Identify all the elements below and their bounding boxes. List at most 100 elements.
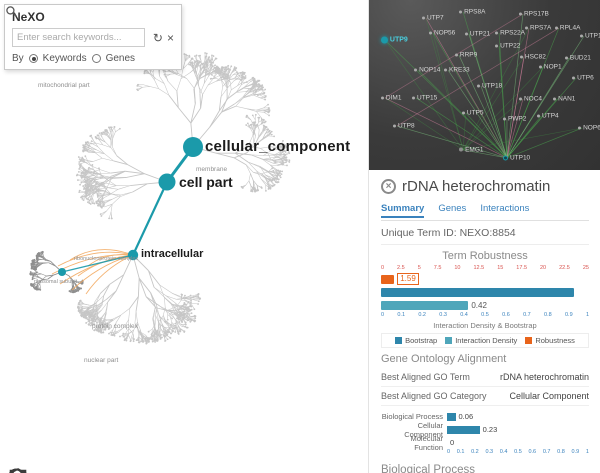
gene-node-dot — [495, 44, 499, 48]
keywords-radio-label[interactable]: Keywords — [42, 53, 87, 64]
gene-node-label: NOP14 — [419, 66, 441, 74]
gene-node-RPS7A[interactable]: RPS7A — [524, 24, 552, 32]
gene-node-RPL4A[interactable]: RPL4A — [554, 25, 581, 32]
gene-node-label: UTP13 — [584, 32, 600, 40]
clear-button[interactable]: × — [167, 32, 174, 44]
go-alignment-heading: Gene Ontology Alignment — [381, 353, 507, 366]
genes-radio-label[interactable]: Genes — [105, 53, 136, 64]
gene-node-label: NOC4 — [523, 95, 543, 103]
tab-interactions[interactable]: Interactions — [480, 203, 530, 214]
refresh-icon: ↻ — [152, 30, 163, 45]
label-protein-complex[interactable]: protein complex — [92, 323, 138, 330]
gene-node-dot — [553, 97, 557, 101]
gene-node-UTP7[interactable]: UTP7 — [421, 15, 444, 22]
gene-node-dot — [538, 65, 542, 69]
gene-node-UTP13[interactable]: UTP13 — [579, 32, 600, 40]
go-row-label: Best Aligned GO Category — [381, 391, 487, 402]
term-detail-panel: × rDNA heterochromatin Summary Genes Int… — [369, 170, 600, 473]
gene-node-NOP1[interactable]: NOP1 — [538, 63, 562, 70]
reset-button[interactable]: ↻ — [153, 32, 163, 44]
gene-node-UTP22[interactable]: UTP22 — [495, 43, 520, 50]
label-intracellular[interactable]: intracellular — [141, 248, 204, 260]
fit-to-screen-button[interactable] — [9, 466, 27, 473]
gene-node-dot — [502, 155, 508, 161]
collapse-button[interactable] — [12, 466, 35, 473]
term-robustness-heading: Term Robustness — [442, 250, 528, 262]
gene-node-dot — [459, 10, 463, 14]
gene-node-BUD21[interactable]: BUD21 — [564, 54, 591, 61]
gene-node-HSC82[interactable]: HSC82 — [519, 53, 546, 60]
term-title: rDNA heterochromatin — [402, 178, 551, 195]
gene-node-dot — [414, 68, 418, 72]
node-intracellular[interactable] — [127, 249, 139, 261]
gene-node-label: UTP4 — [542, 112, 559, 120]
gene-node-label: UTP8 — [397, 122, 415, 130]
tab-genes[interactable]: Genes — [438, 203, 467, 214]
gene-node-NOC4[interactable]: NOC4 — [518, 95, 543, 103]
gene-node-NAN1[interactable]: NAN1 — [553, 95, 575, 102]
ontology-view[interactable]: cellular_component cell part intracellul… — [0, 0, 368, 473]
go-score-label: Molecular Function — [410, 433, 443, 452]
go-score-value: 0 — [450, 438, 455, 448]
gene-node-DIM1[interactable]: DIM1 — [380, 94, 401, 101]
gene-node-label: UTP10 — [509, 154, 531, 162]
legend-label: Bootstrap — [405, 336, 438, 346]
legend-item-bootstrap: Bootstrap — [395, 336, 437, 345]
gene-node-UTP6[interactable]: UTP6 — [572, 75, 594, 82]
gene-node-UTP4[interactable]: UTP4 — [537, 112, 559, 119]
tab-summary[interactable]: Summary — [381, 203, 425, 218]
go-score-label: Cellular Component — [404, 420, 443, 439]
legend-item-robustness: Robustness — [525, 336, 575, 345]
gene-node-RPS22A[interactable]: RPS22A — [495, 29, 525, 36]
gene-node-UTP9[interactable]: UTP9 — [380, 36, 408, 44]
gene-node-label: RPS7A — [529, 24, 552, 32]
node-cell-part[interactable] — [158, 173, 176, 191]
label-membrane[interactable]: membrane — [196, 166, 228, 173]
gene-node-RPS17B[interactable]: RPS17B — [518, 10, 549, 17]
gene-node-NOP56[interactable]: NOP56 — [428, 29, 455, 36]
label-cell-part[interactable]: cell part — [179, 174, 233, 190]
gene-node-UTP18[interactable]: UTP18 — [476, 83, 502, 90]
search-icon — [6, 6, 17, 17]
gene-node-PWP2[interactable]: PWP2 — [502, 116, 526, 123]
gene-node-dot — [412, 96, 415, 100]
label-ribosomal-subunit[interactable]: ribosomal subunit — [34, 279, 78, 285]
axis-tick: 0.8 — [557, 449, 565, 456]
gene-node-EMG1[interactable]: EMG1 — [459, 146, 484, 153]
genes-radio[interactable] — [91, 54, 101, 63]
robustness-bar — [381, 274, 395, 284]
interaction-density-value: 0.42 — [471, 300, 487, 310]
gene-node-UTP5[interactable]: UTP5 — [461, 110, 484, 117]
keywords-radio[interactable] — [28, 54, 38, 63]
gene-node-RRP9[interactable]: RRP9 — [454, 51, 478, 59]
gene-node-KRE33[interactable]: KRE33 — [444, 67, 470, 74]
gene-node-UTP15[interactable]: UTP15 — [412, 94, 437, 101]
gene-node-dot — [572, 76, 576, 80]
gene-node-dot — [380, 96, 384, 100]
gene-node-NOP6[interactable]: NOP6 — [578, 125, 600, 132]
label-nuclear-part[interactable]: nuclear part — [84, 357, 119, 364]
search-input[interactable] — [12, 28, 145, 47]
gene-node-dot — [524, 26, 528, 30]
legend-label: Robustness — [535, 336, 575, 346]
layers-button[interactable] — [9, 466, 44, 473]
label-ribonucleoprotein-complex[interactable]: ribonucleoprotein complex — [74, 256, 139, 262]
close-panel-icon[interactable]: × — [381, 179, 396, 194]
axis-tick: 0.9 — [564, 311, 573, 318]
gene-node-RPS8A[interactable]: RPS8A — [459, 9, 485, 16]
axis-tick: 0.9 — [571, 449, 580, 456]
node-cellular-component[interactable] — [183, 137, 203, 157]
label-mitochondrial-part[interactable]: mitochondrial part — [38, 82, 90, 89]
gene-node-UTP21[interactable]: UTP21 — [464, 31, 490, 38]
gene-node-UTP8[interactable]: UTP8 — [392, 122, 415, 130]
gene-node-NOP14[interactable]: NOP14 — [414, 67, 440, 74]
label-cellular-component[interactable]: cellular_component — [205, 138, 351, 155]
gene-node-label: RRP9 — [459, 51, 478, 59]
node-cluster-anchor[interactable] — [58, 268, 66, 276]
legend-swatch — [525, 337, 533, 345]
go-score-track: 0.06 — [447, 412, 589, 421]
gene-node-UTP10[interactable]: UTP10 — [502, 154, 531, 162]
